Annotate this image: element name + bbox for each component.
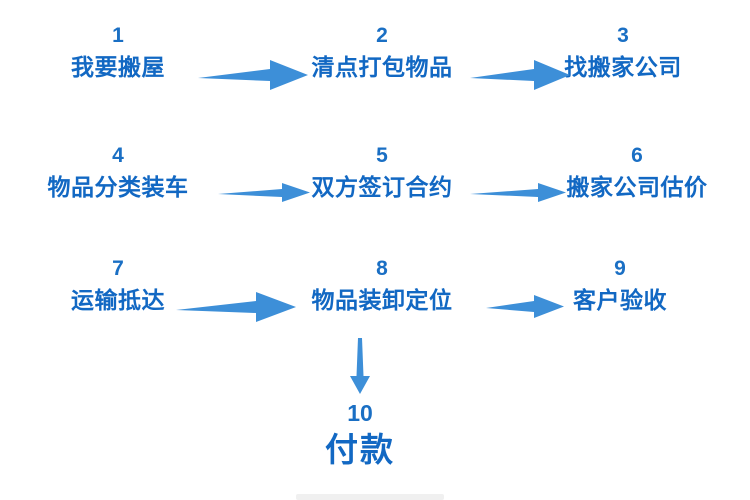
step-number: 2	[376, 24, 388, 47]
step-number: 5	[376, 144, 388, 167]
step-label: 客户验收	[573, 287, 667, 313]
step-node-4[interactable]: 4 物品分类装车	[48, 145, 189, 199]
step-label: 付款	[325, 431, 395, 468]
step-node-8[interactable]: 8 物品装卸定位	[312, 258, 453, 312]
step-label: 搬家公司估价	[566, 174, 708, 200]
arrow-step5-to-step6-icon	[470, 180, 566, 204]
step-label: 物品分类装车	[47, 174, 189, 200]
step-node-2[interactable]: 2 清点打包物品	[312, 25, 453, 79]
step-node-10[interactable]: 10 付款	[325, 402, 395, 468]
arrow-step8-to-step10-icon	[348, 338, 372, 394]
arrow-step2-to-step3-icon	[470, 58, 570, 92]
step-label: 双方签订合约	[311, 174, 453, 200]
step-node-1[interactable]: 1 我要搬屋	[71, 25, 165, 79]
step-node-6[interactable]: 6 搬家公司估价	[567, 145, 708, 199]
bottom-edge-artifact	[296, 494, 444, 500]
step-number: 1	[112, 24, 124, 47]
arrow-step4-to-step5-icon	[218, 180, 310, 204]
step-number: 10	[347, 400, 373, 426]
step-number: 9	[614, 257, 626, 280]
step-number: 4	[112, 144, 124, 167]
step-number: 3	[617, 24, 629, 47]
step-node-7[interactable]: 7 运输抵达	[71, 258, 165, 312]
step-number: 7	[112, 257, 124, 280]
step-node-9[interactable]: 9 客户验收	[573, 258, 667, 312]
step-node-3[interactable]: 3 找搬家公司	[564, 25, 682, 79]
step-number: 8	[376, 257, 388, 280]
arrow-step1-to-step2-icon	[198, 58, 308, 92]
step-label: 我要搬屋	[71, 54, 165, 80]
step-label: 清点打包物品	[311, 54, 453, 80]
arrow-step7-to-step8-icon	[176, 290, 296, 324]
step-label: 物品装卸定位	[311, 287, 453, 313]
step-label: 找搬家公司	[564, 54, 682, 80]
step-node-5[interactable]: 5 双方签订合约	[312, 145, 453, 199]
step-number: 6	[631, 144, 643, 167]
arrow-step8-to-step9-icon	[486, 292, 564, 320]
step-label: 运输抵达	[71, 287, 165, 313]
